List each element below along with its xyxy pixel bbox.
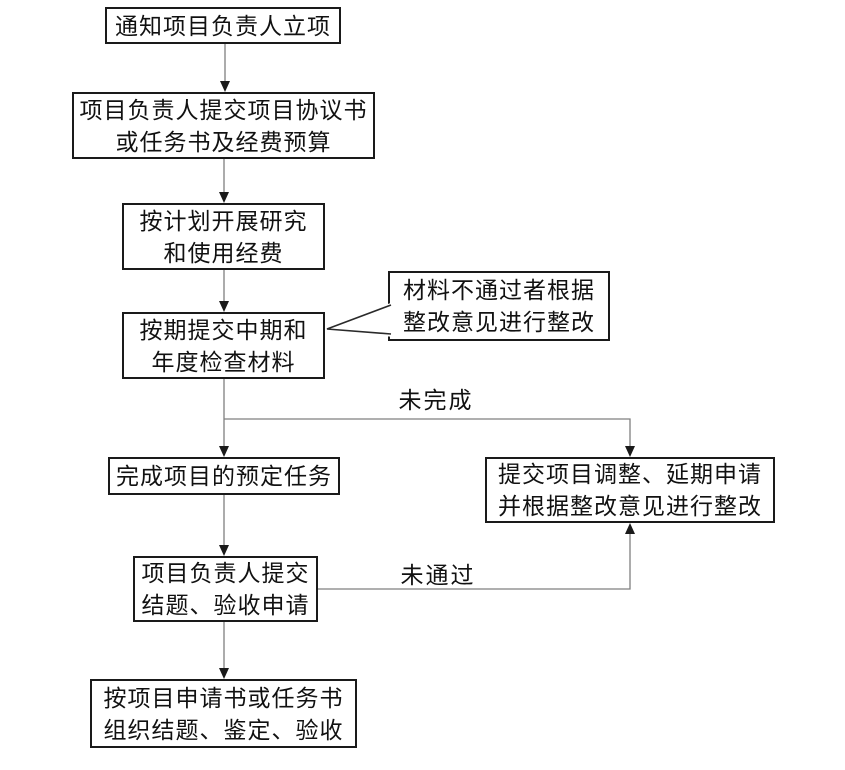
node-text: 按计划开展研究 bbox=[139, 207, 308, 234]
arrowhead-down-icon bbox=[219, 446, 229, 457]
arrowhead-down-icon bbox=[220, 81, 230, 92]
flow-node-apply: 项目负责人提交 结题、验收申请 bbox=[133, 556, 318, 622]
arrowhead-down-icon bbox=[219, 192, 229, 203]
flow-node-agreement: 项目负责人提交项目协议书 或任务书及经费预算 bbox=[72, 92, 375, 159]
node-text: 和使用经费 bbox=[163, 239, 284, 266]
flow-node-research: 按计划开展研究 和使用经费 bbox=[122, 203, 325, 270]
flow-node-complete: 完成项目的预定任务 bbox=[108, 457, 340, 495]
edge-label-not-complete: 未完成 bbox=[386, 388, 486, 412]
edge-label-not-passed: 未通过 bbox=[388, 563, 488, 587]
node-text: 项目负责人提交项目协议书 bbox=[79, 96, 368, 123]
callout-node-rectify: 材料不通过者根据 整改意见进行整改 bbox=[388, 271, 610, 341]
arrowhead-down-icon bbox=[625, 446, 635, 457]
arrowhead-up-icon bbox=[625, 523, 635, 534]
node-text: 或任务书及经费预算 bbox=[115, 128, 332, 155]
node-text: 年度检查材料 bbox=[151, 348, 296, 375]
node-text: 结题、验收申请 bbox=[141, 592, 310, 618]
flow-node-notify: 通知项目负责人立项 bbox=[105, 7, 341, 44]
arrowhead-down-icon bbox=[219, 668, 229, 679]
connector-notcomplete-adjust bbox=[224, 418, 631, 447]
node-text: 按项目申请书或任务书 bbox=[103, 684, 344, 711]
flow-node-midterm: 按期提交中期和 年度检查材料 bbox=[122, 312, 325, 379]
callout-pointer-outline bbox=[326, 304, 392, 335]
node-text: 提交项目调整、延期申请 bbox=[498, 461, 762, 487]
node-text: 整改意见进行整改 bbox=[403, 309, 595, 335]
flow-node-organize: 按项目申请书或任务书 组织结题、鉴定、验收 bbox=[90, 679, 357, 748]
callout-pointer bbox=[327, 302, 393, 337]
node-text: 材料不通过者根据 bbox=[403, 277, 595, 303]
node-text: 项目负责人提交 bbox=[141, 560, 310, 586]
node-text: 并根据整改意见进行整改 bbox=[498, 493, 762, 519]
arrowhead-down-icon bbox=[219, 545, 229, 556]
node-text: 通知项目负责人立项 bbox=[115, 12, 331, 39]
flow-node-adjust: 提交项目调整、延期申请 并根据整改意见进行整改 bbox=[485, 457, 775, 523]
node-text: 按期提交中期和 bbox=[139, 316, 308, 343]
arrowhead-down-icon bbox=[219, 301, 229, 312]
node-text: 完成项目的预定任务 bbox=[116, 463, 332, 489]
node-text: 组织结题、鉴定、验收 bbox=[103, 716, 344, 743]
